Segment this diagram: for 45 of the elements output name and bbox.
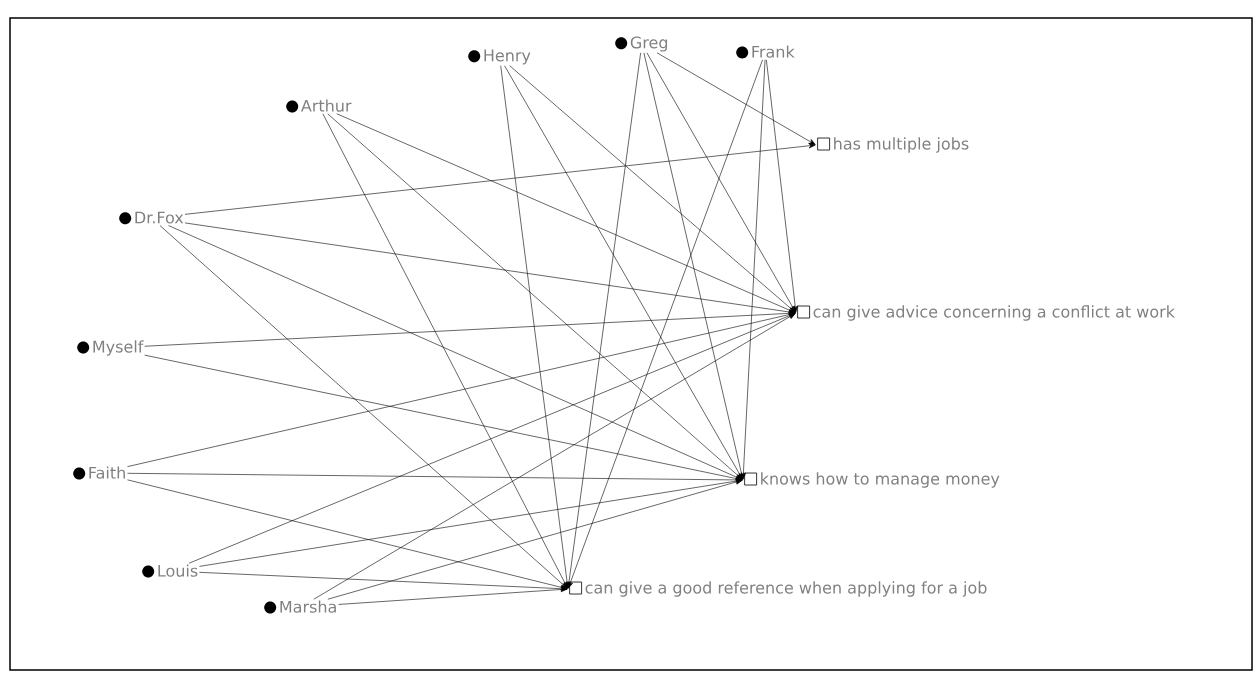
node-label: Greg xyxy=(630,36,668,52)
attribute-node: can give advice concerning a conflict at work xyxy=(797,305,1175,321)
arrow xyxy=(168,225,743,480)
arrow xyxy=(127,312,796,467)
network-node: Louis xyxy=(142,564,198,578)
attribute-node: can give a good reference when applying for a job xyxy=(569,581,987,597)
arrow xyxy=(509,65,796,313)
arrow xyxy=(184,143,816,215)
arrow xyxy=(766,59,798,313)
attribute-node: has multiple jobs xyxy=(817,137,969,153)
arrow xyxy=(740,59,766,480)
arrow xyxy=(127,473,743,483)
arrow xyxy=(338,586,568,605)
arrow xyxy=(656,52,816,145)
arrow xyxy=(327,113,743,480)
network-node: Marsha xyxy=(264,600,336,614)
network-node: Faith xyxy=(73,466,125,480)
arrow xyxy=(199,572,568,592)
node-label: Henry xyxy=(484,49,531,65)
network-node: Greg xyxy=(615,36,668,52)
arrow xyxy=(144,354,743,482)
network-node: Arthur xyxy=(286,99,352,113)
network-node: Myself xyxy=(77,340,144,356)
node-label: Arthur xyxy=(301,99,352,112)
arrow xyxy=(567,59,763,589)
attribute-node: knows how to manage money xyxy=(744,472,1000,488)
node-label: Frank xyxy=(752,45,795,58)
arrow xyxy=(144,310,796,347)
arrow xyxy=(184,222,796,315)
arrow xyxy=(322,113,568,589)
arrow xyxy=(327,479,743,600)
node-label: Myself xyxy=(93,340,144,356)
network-node: Dr.Fox xyxy=(119,211,184,225)
node-label: Marsha xyxy=(280,600,336,613)
node-label: Louis xyxy=(158,564,198,577)
arrow xyxy=(646,52,796,313)
arrow xyxy=(127,479,568,590)
arrow xyxy=(159,225,568,589)
arrow xyxy=(336,113,796,313)
node-label: Faith xyxy=(89,466,125,479)
node-label: Dr.Fox xyxy=(135,211,184,224)
arrow xyxy=(199,478,743,567)
network-node: Frank xyxy=(736,45,795,59)
network-node: Henry xyxy=(468,49,531,65)
arrow xyxy=(313,313,796,600)
